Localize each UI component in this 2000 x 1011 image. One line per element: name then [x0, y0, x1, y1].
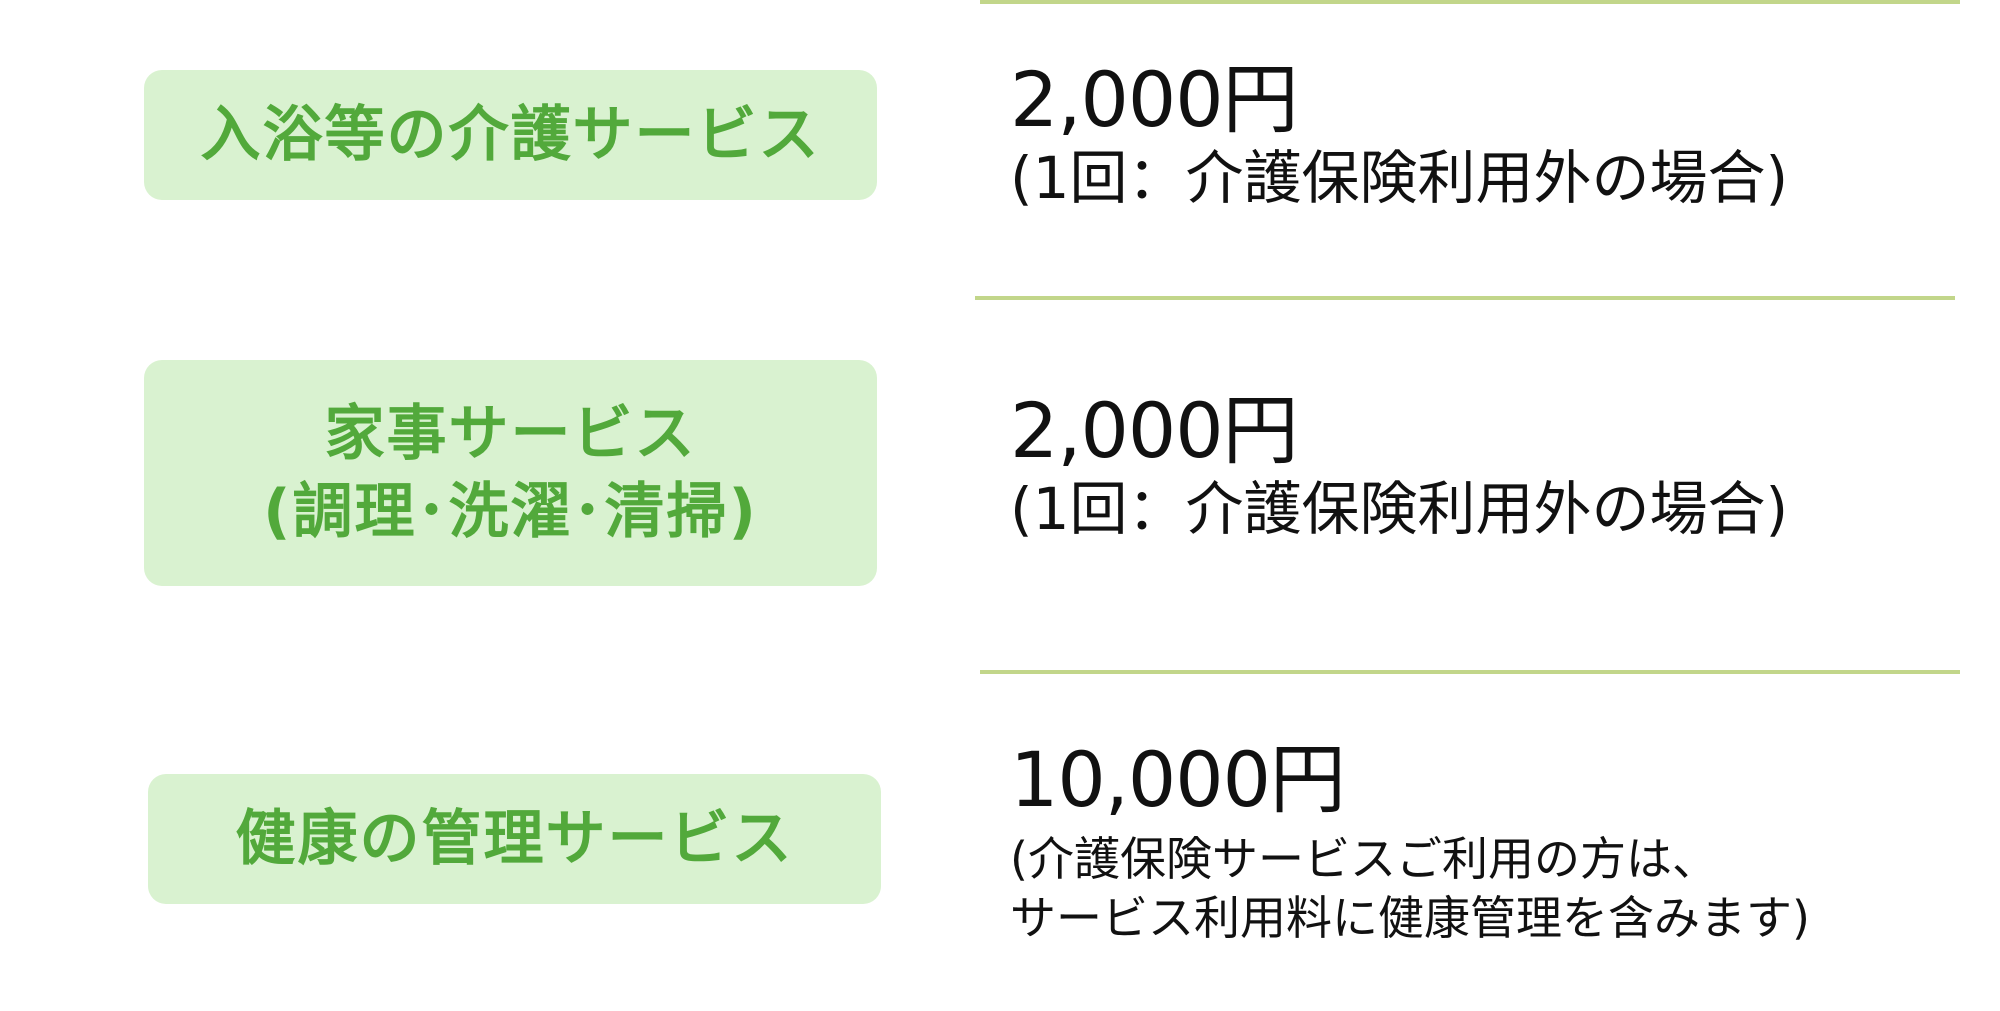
service-label-line: 入浴等の介護サービス: [200, 100, 821, 170]
divider-middle: [975, 296, 1955, 300]
price-block-health: 10,000円 (介護保険サービスご利用の方は、 サービス利用料に健康管理を含み…: [1010, 742, 1810, 948]
service-label-line: 健康の管理サービス: [235, 804, 794, 874]
service-label-text: 健康の管理サービス: [236, 800, 794, 878]
service-label-text: 家事サービス (調理･洗濯･清掃): [263, 395, 758, 551]
price-value: 2,000円: [1010, 55, 1299, 144]
price-block-housework: 2,000円 (1回：介護保険利用外の場合): [1010, 393, 1788, 545]
price-note: (1回：介護保険利用外の場合): [1010, 475, 1789, 543]
price-note-line: サービス利用料に健康管理を含みます): [1010, 890, 1810, 945]
price-block-bathing: 2,000円 (1回：介護保険利用外の場合): [1010, 62, 1788, 214]
price-note: (1回：介護保険利用外の場合): [1010, 144, 1789, 212]
price-note-line: (介護保険サービスご利用の方は、: [1010, 832, 1718, 886]
price-value: 2,000円: [1010, 386, 1299, 475]
service-label-housework: 家事サービス (調理･洗濯･清掃): [144, 360, 877, 586]
service-label-text: 入浴等の介護サービス: [201, 96, 821, 174]
service-label-line: 家事サービス: [324, 399, 697, 469]
service-label-line: (調理･洗濯･清掃): [263, 477, 758, 547]
service-label-bathing: 入浴等の介護サービス: [144, 70, 877, 200]
service-label-health: 健康の管理サービス: [148, 774, 881, 904]
price-value: 10,000円: [1010, 735, 1346, 824]
divider-bottom: [980, 670, 1960, 674]
divider-top: [980, 0, 1960, 4]
